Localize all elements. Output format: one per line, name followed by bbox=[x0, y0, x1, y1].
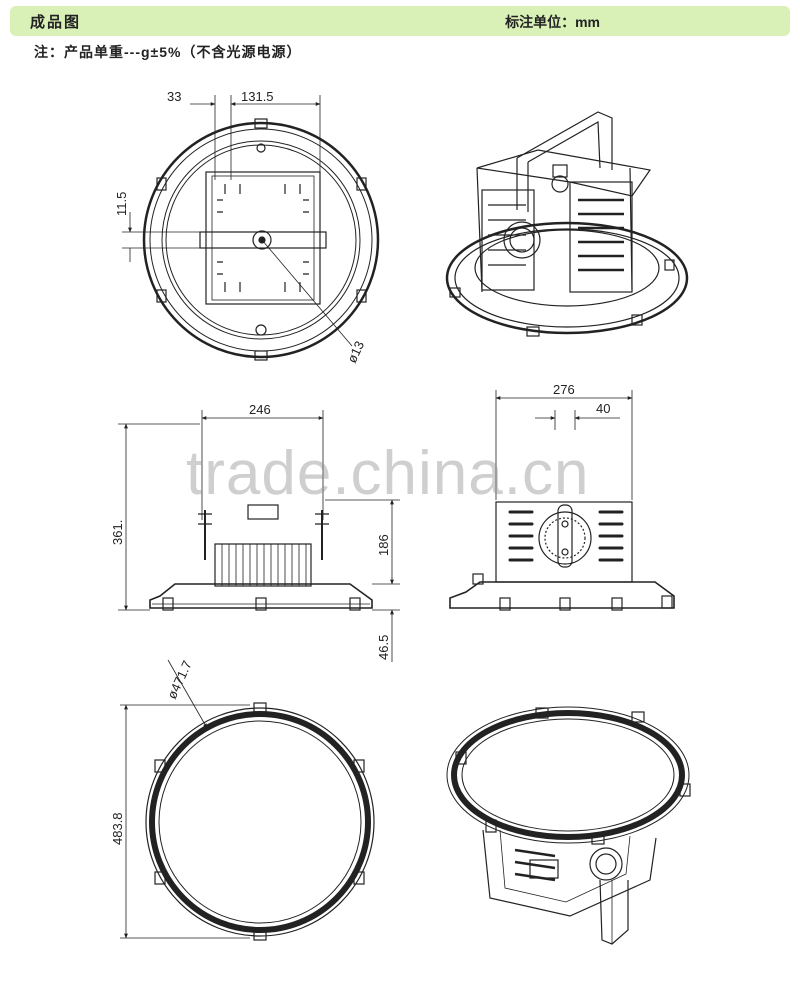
unit-label: 标注单位：mm bbox=[505, 14, 600, 30]
dim-ring-diameter: ø471.7 bbox=[164, 658, 195, 701]
isometric-bottom-view bbox=[446, 706, 691, 945]
dim-276: 276 bbox=[553, 382, 575, 397]
dim-131-5: 131.5 bbox=[241, 89, 274, 104]
dim-186: 186 bbox=[376, 534, 391, 556]
side-view bbox=[449, 390, 675, 611]
dim-11-5: 11.5 bbox=[114, 192, 129, 216]
weight-note: 注：产品单重---g±5%（不含光源电源） bbox=[34, 44, 302, 60]
front-view bbox=[118, 410, 400, 662]
dim-33: 33 bbox=[167, 89, 181, 104]
dim-361: 361. bbox=[110, 520, 125, 545]
isometric-top-view bbox=[445, 111, 689, 337]
dim-40: 40 bbox=[596, 401, 610, 416]
bottom-view bbox=[120, 659, 375, 941]
top-view bbox=[122, 95, 380, 361]
dim-483-8: 483.8 bbox=[110, 812, 125, 845]
header-bar: 成品图 标注单位：mm bbox=[10, 6, 790, 36]
dim-246: 246 bbox=[249, 402, 271, 417]
watermark: trade.china.cn bbox=[186, 439, 590, 508]
dim-hole-diameter: ø13 bbox=[344, 339, 367, 366]
dim-46-5: 46.5 bbox=[376, 635, 391, 660]
page-title: 成品图 bbox=[30, 14, 82, 31]
